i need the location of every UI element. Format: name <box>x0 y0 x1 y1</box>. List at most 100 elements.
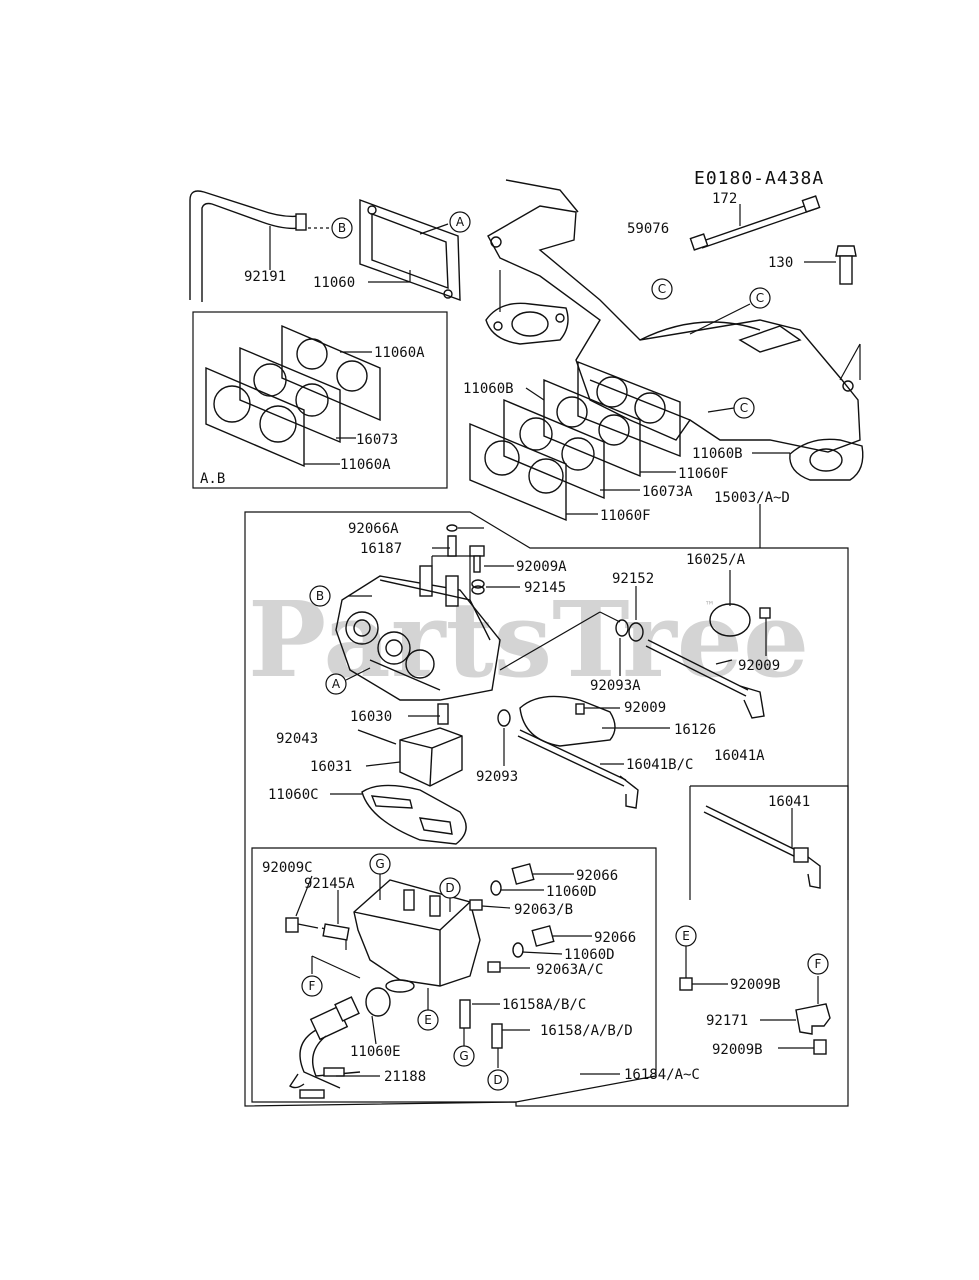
label-11060F-bottom: 11060F <box>600 508 651 524</box>
gasket-11060 <box>359 198 461 302</box>
label-92063AC: 92063A/C <box>536 962 603 978</box>
label-92066-top: 92066 <box>576 868 618 884</box>
label-16041A: 16041A <box>714 748 765 764</box>
flange-gasket-left <box>485 302 569 345</box>
small-parts-top <box>446 524 485 595</box>
label-16031: 16031 <box>310 759 352 775</box>
label-130: 130 <box>768 255 793 271</box>
svg-text:C: C <box>740 401 748 415</box>
svg-text:D: D <box>445 881 454 895</box>
label-16025: 16025/A <box>686 552 746 568</box>
label-15003: 15003/A~D <box>714 490 790 506</box>
breather-hose-92191 <box>189 190 307 302</box>
diagram-code: E0180-A438A <box>694 168 824 189</box>
label-16126: 16126 <box>674 722 716 738</box>
callout-b-carb: B <box>309 585 331 607</box>
label-16073: 16073 <box>356 432 398 448</box>
svg-text:A: A <box>456 215 465 229</box>
svg-text:C: C <box>756 291 764 305</box>
throttle-shaft-16025 <box>615 603 771 719</box>
label-92152: 92152 <box>612 571 654 587</box>
label-92009C: 92009C <box>262 860 313 876</box>
svg-text:B: B <box>316 589 324 603</box>
flange-gasket-right-11060B <box>789 438 864 481</box>
svg-text:G: G <box>375 857 384 871</box>
gasket-11060C <box>361 784 467 845</box>
choke-shaft-16041-box <box>689 785 849 900</box>
label-11060D-top: 11060D <box>546 884 597 900</box>
label-92009B-bottom: 92009B <box>712 1042 763 1058</box>
screw-92009C <box>285 917 350 941</box>
group-label-ab: A.B <box>200 471 225 487</box>
callout-a-carb: A <box>325 673 347 695</box>
svg-text:E: E <box>424 1013 432 1027</box>
label-92009-mid: 92009 <box>624 700 666 716</box>
label-92009A: 92009A <box>516 559 567 575</box>
choke-shaft-16041 <box>703 805 821 889</box>
svg-text:A: A <box>332 677 341 691</box>
callout-f-right: F <box>807 953 829 975</box>
label-11060B-right: 11060B <box>692 446 743 462</box>
label-16158ABC: 16158A/B/C <box>502 997 586 1013</box>
stud-bolt-172 <box>689 195 821 251</box>
label-92009-right: 92009 <box>738 658 780 674</box>
svg-text:D: D <box>493 1073 502 1087</box>
intake-manifold-59076 <box>487 179 861 453</box>
label-92066-bottom: 92066 <box>594 930 636 946</box>
float-bowl <box>353 879 481 993</box>
float-16031 <box>357 703 463 787</box>
svg-text:G: G <box>459 1049 468 1063</box>
label-16073A: 16073A <box>642 484 693 500</box>
label-92063B: 92063/B <box>514 902 573 918</box>
svg-text:F: F <box>309 979 316 993</box>
label-16184: 16184/A~C <box>624 1067 700 1083</box>
callout-g-top: G <box>369 853 391 875</box>
label-16041BC: 16041B/C <box>626 757 693 773</box>
callout-e-right: E <box>675 925 697 947</box>
callout-a-top: A <box>449 211 471 233</box>
watermark-tm: ™ <box>706 599 713 613</box>
label-11060D-bottom: 11060D <box>564 947 615 963</box>
callout-c-1: C <box>651 278 673 300</box>
label-92066A: 92066A <box>348 521 399 537</box>
label-21188: 21188 <box>384 1069 426 1085</box>
svg-text:B: B <box>338 221 346 235</box>
label-11060C: 11060C <box>268 787 319 803</box>
label-92191: 92191 <box>244 269 286 285</box>
svg-text:C: C <box>658 282 666 296</box>
label-59076: 59076 <box>627 221 669 237</box>
group-box-ab <box>192 311 448 489</box>
svg-text:F: F <box>815 957 822 971</box>
callout-b-top: B <box>331 217 353 239</box>
label-11060E: 11060E <box>350 1044 401 1060</box>
label-92043: 92043 <box>276 731 318 747</box>
label-92009B-top: 92009B <box>730 977 781 993</box>
label-16158ABD: 16158/A/B/D <box>540 1023 633 1039</box>
label-11060: 11060 <box>313 275 355 291</box>
label-11060F-top: 11060F <box>678 466 729 482</box>
carburetor-body <box>335 565 501 701</box>
callout-e-bowl: E <box>417 1009 439 1031</box>
label-92093: 92093 <box>476 769 518 785</box>
manifold-gasket-stack <box>469 360 681 522</box>
callout-g-bottom: G <box>453 1045 475 1067</box>
label-92093A: 92093A <box>590 678 641 694</box>
choke-shaft-16041BC <box>497 709 639 809</box>
callout-d-bottom: D <box>487 1069 509 1091</box>
label-92171: 92171 <box>706 1013 748 1029</box>
choke-plate-16126 <box>519 695 616 747</box>
callout-c-2: C <box>749 287 771 309</box>
label-11060A-top: 11060A <box>374 345 425 361</box>
label-16041: 16041 <box>768 794 810 810</box>
svg-text:E: E <box>682 929 690 943</box>
jets-92066 <box>469 863 555 973</box>
gasket-stack-ab <box>205 324 381 468</box>
label-16030: 16030 <box>350 709 392 725</box>
label-92145A: 92145A <box>304 876 355 892</box>
carburetor-assembly-box <box>244 511 849 1107</box>
label-11060A-bottom: 11060A <box>340 457 391 473</box>
label-92145: 92145 <box>524 580 566 596</box>
float-bowl-box <box>251 847 657 1103</box>
pilot-jets-16158 <box>459 999 503 1049</box>
